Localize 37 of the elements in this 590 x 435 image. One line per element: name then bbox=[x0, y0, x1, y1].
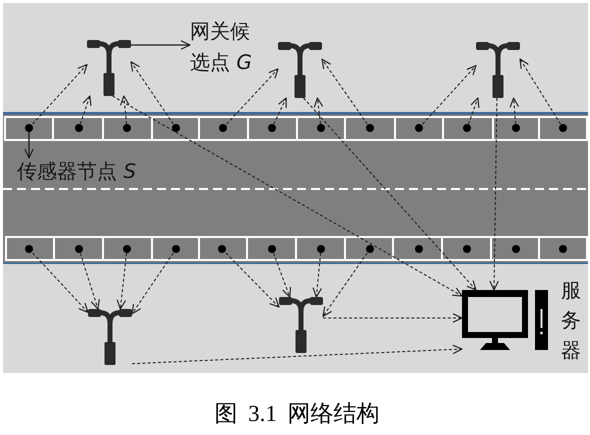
dashed-arrow bbox=[80, 95, 92, 124]
dashed-arrow bbox=[131, 252, 174, 314]
dashed-arrow bbox=[225, 252, 280, 308]
dashed-arrow bbox=[312, 252, 322, 298]
dashed-arrow bbox=[422, 65, 477, 124]
street-lamp-icon bbox=[87, 40, 131, 96]
dashed-arrow bbox=[272, 252, 292, 298]
dashed-arrow bbox=[314, 97, 324, 124]
dashed-arrow bbox=[273, 97, 287, 124]
annotation-text: 网关候选点 G bbox=[190, 16, 256, 78]
dashed-arrow bbox=[519, 58, 561, 124]
dashed-arrow bbox=[112, 96, 463, 297]
dashed-arrow bbox=[132, 344, 463, 364]
street-lamp-icon bbox=[278, 42, 322, 98]
dashed-arrow bbox=[120, 95, 130, 124]
annotation-text: 传感器节点 S bbox=[17, 158, 136, 184]
dashed-arrow bbox=[130, 61, 174, 124]
dashed-arrow bbox=[468, 97, 480, 124]
dashed-arrow bbox=[510, 97, 520, 124]
arrow bbox=[24, 132, 34, 159]
dashed-arrow bbox=[32, 252, 89, 313]
dashed-arrow bbox=[321, 58, 368, 124]
dashed-arrow bbox=[322, 313, 463, 323]
street-lamp-icon bbox=[88, 309, 132, 365]
dashed-arrow bbox=[80, 252, 100, 310]
street-lamp-icon bbox=[279, 297, 323, 353]
dashed-arrow bbox=[32, 64, 88, 124]
street-lamp-icon bbox=[476, 42, 520, 98]
figure-caption: 图 3.1 网络结构 bbox=[214, 400, 380, 428]
dashed-arrow bbox=[322, 252, 368, 317]
dashed-arrow bbox=[303, 98, 477, 291]
dashed-arrow bbox=[489, 98, 499, 291]
dashed-arrow bbox=[116, 252, 128, 310]
computer-icon bbox=[462, 290, 548, 350]
dashed-arrow bbox=[226, 68, 279, 124]
server-label: 服务器 bbox=[561, 277, 581, 364]
arrow bbox=[131, 40, 191, 50]
